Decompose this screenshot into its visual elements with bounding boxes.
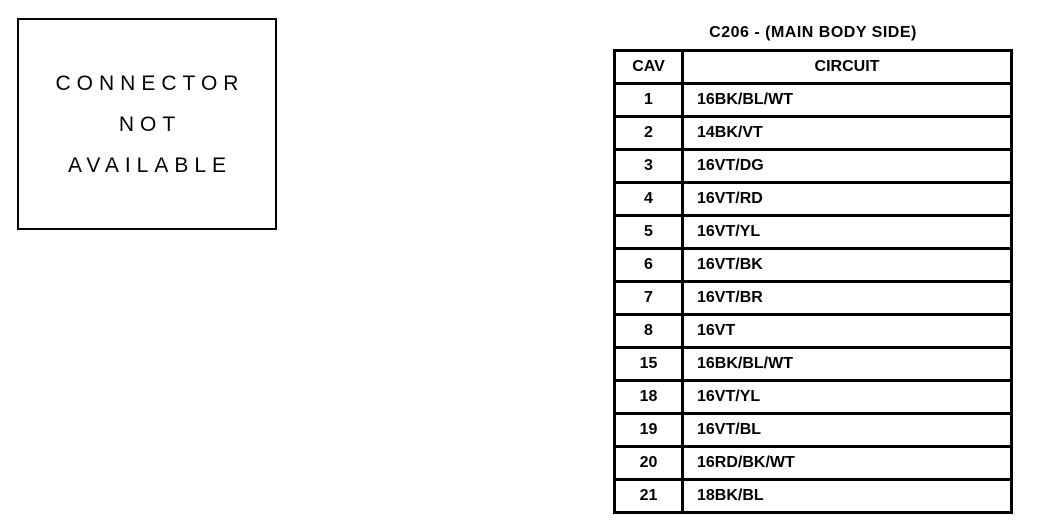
pinout-table: CAV CIRCUIT 1 16BK/BL/WT 2 14BK/VT 3 16V…: [613, 49, 1013, 514]
cav-cell: 15: [613, 346, 684, 382]
circuit-cell: 16VT/BR: [681, 280, 1013, 316]
circuit-cell: 16VT/YL: [681, 379, 1013, 415]
table-title: C206 - (MAIN BODY SIDE): [709, 24, 917, 41]
cav-cell: 19: [613, 412, 684, 448]
cav-cell: 1: [613, 82, 684, 118]
circuit-cell: 14BK/VT: [681, 115, 1013, 151]
table-row: 19 16VT/BL: [613, 412, 1013, 448]
circuit-cell: 16VT/RD: [681, 181, 1013, 217]
circuit-cell: 16VT/BL: [681, 412, 1013, 448]
table-row: 7 16VT/BR: [613, 280, 1013, 316]
cav-cell: 3: [613, 148, 684, 184]
table-row: 4 16VT/RD: [613, 181, 1013, 217]
cav-cell: 18: [613, 379, 684, 415]
connector-box-line-3: AVAILABLE: [67, 153, 233, 177]
circuit-cell: 16BK/BL/WT: [681, 82, 1013, 118]
table-row: 20 16RD/BK/WT: [613, 445, 1013, 481]
circuit-cell: 16RD/BK/WT: [681, 445, 1013, 481]
cav-cell: 20: [613, 445, 684, 481]
cav-cell: 2: [613, 115, 684, 151]
column-header-cav: CAV: [613, 49, 684, 85]
table-row: 5 16VT/YL: [613, 214, 1013, 250]
table-row: 18 16VT/YL: [613, 379, 1013, 415]
circuit-cell: 16VT/BK: [681, 247, 1013, 283]
circuit-cell: 16BK/BL/WT: [681, 346, 1013, 382]
table-row: 6 16VT/BK: [613, 247, 1013, 283]
table-row: 1 16BK/BL/WT: [613, 82, 1013, 118]
table-row: 2 14BK/VT: [613, 115, 1013, 151]
cav-cell: 21: [613, 478, 684, 514]
column-header-circuit: CIRCUIT: [681, 49, 1013, 85]
cav-cell: 5: [613, 214, 684, 250]
connector-pinout-section: C206 - (MAIN BODY SIDE) CAV CIRCUIT 1 16…: [613, 24, 1013, 514]
cav-cell: 7: [613, 280, 684, 316]
connector-box-line-2: NOT: [118, 112, 182, 136]
table-header-row: CAV CIRCUIT: [613, 49, 1013, 85]
cav-cell: 4: [613, 181, 684, 217]
circuit-cell: 18BK/BL: [681, 478, 1013, 514]
cav-cell: 6: [613, 247, 684, 283]
circuit-cell: 16VT/YL: [681, 214, 1013, 250]
table-row: 8 16VT: [613, 313, 1013, 349]
circuit-cell: 16VT: [681, 313, 1013, 349]
cav-cell: 8: [613, 313, 684, 349]
table-row: 21 18BK/BL: [613, 478, 1013, 514]
table-row: 3 16VT/DG: [613, 148, 1013, 184]
connector-not-available-box: CONNECTOR NOT AVAILABLE: [17, 18, 277, 230]
circuit-cell: 16VT/DG: [681, 148, 1013, 184]
table-row: 15 16BK/BL/WT: [613, 346, 1013, 382]
connector-box-line-1: CONNECTOR: [55, 71, 245, 95]
